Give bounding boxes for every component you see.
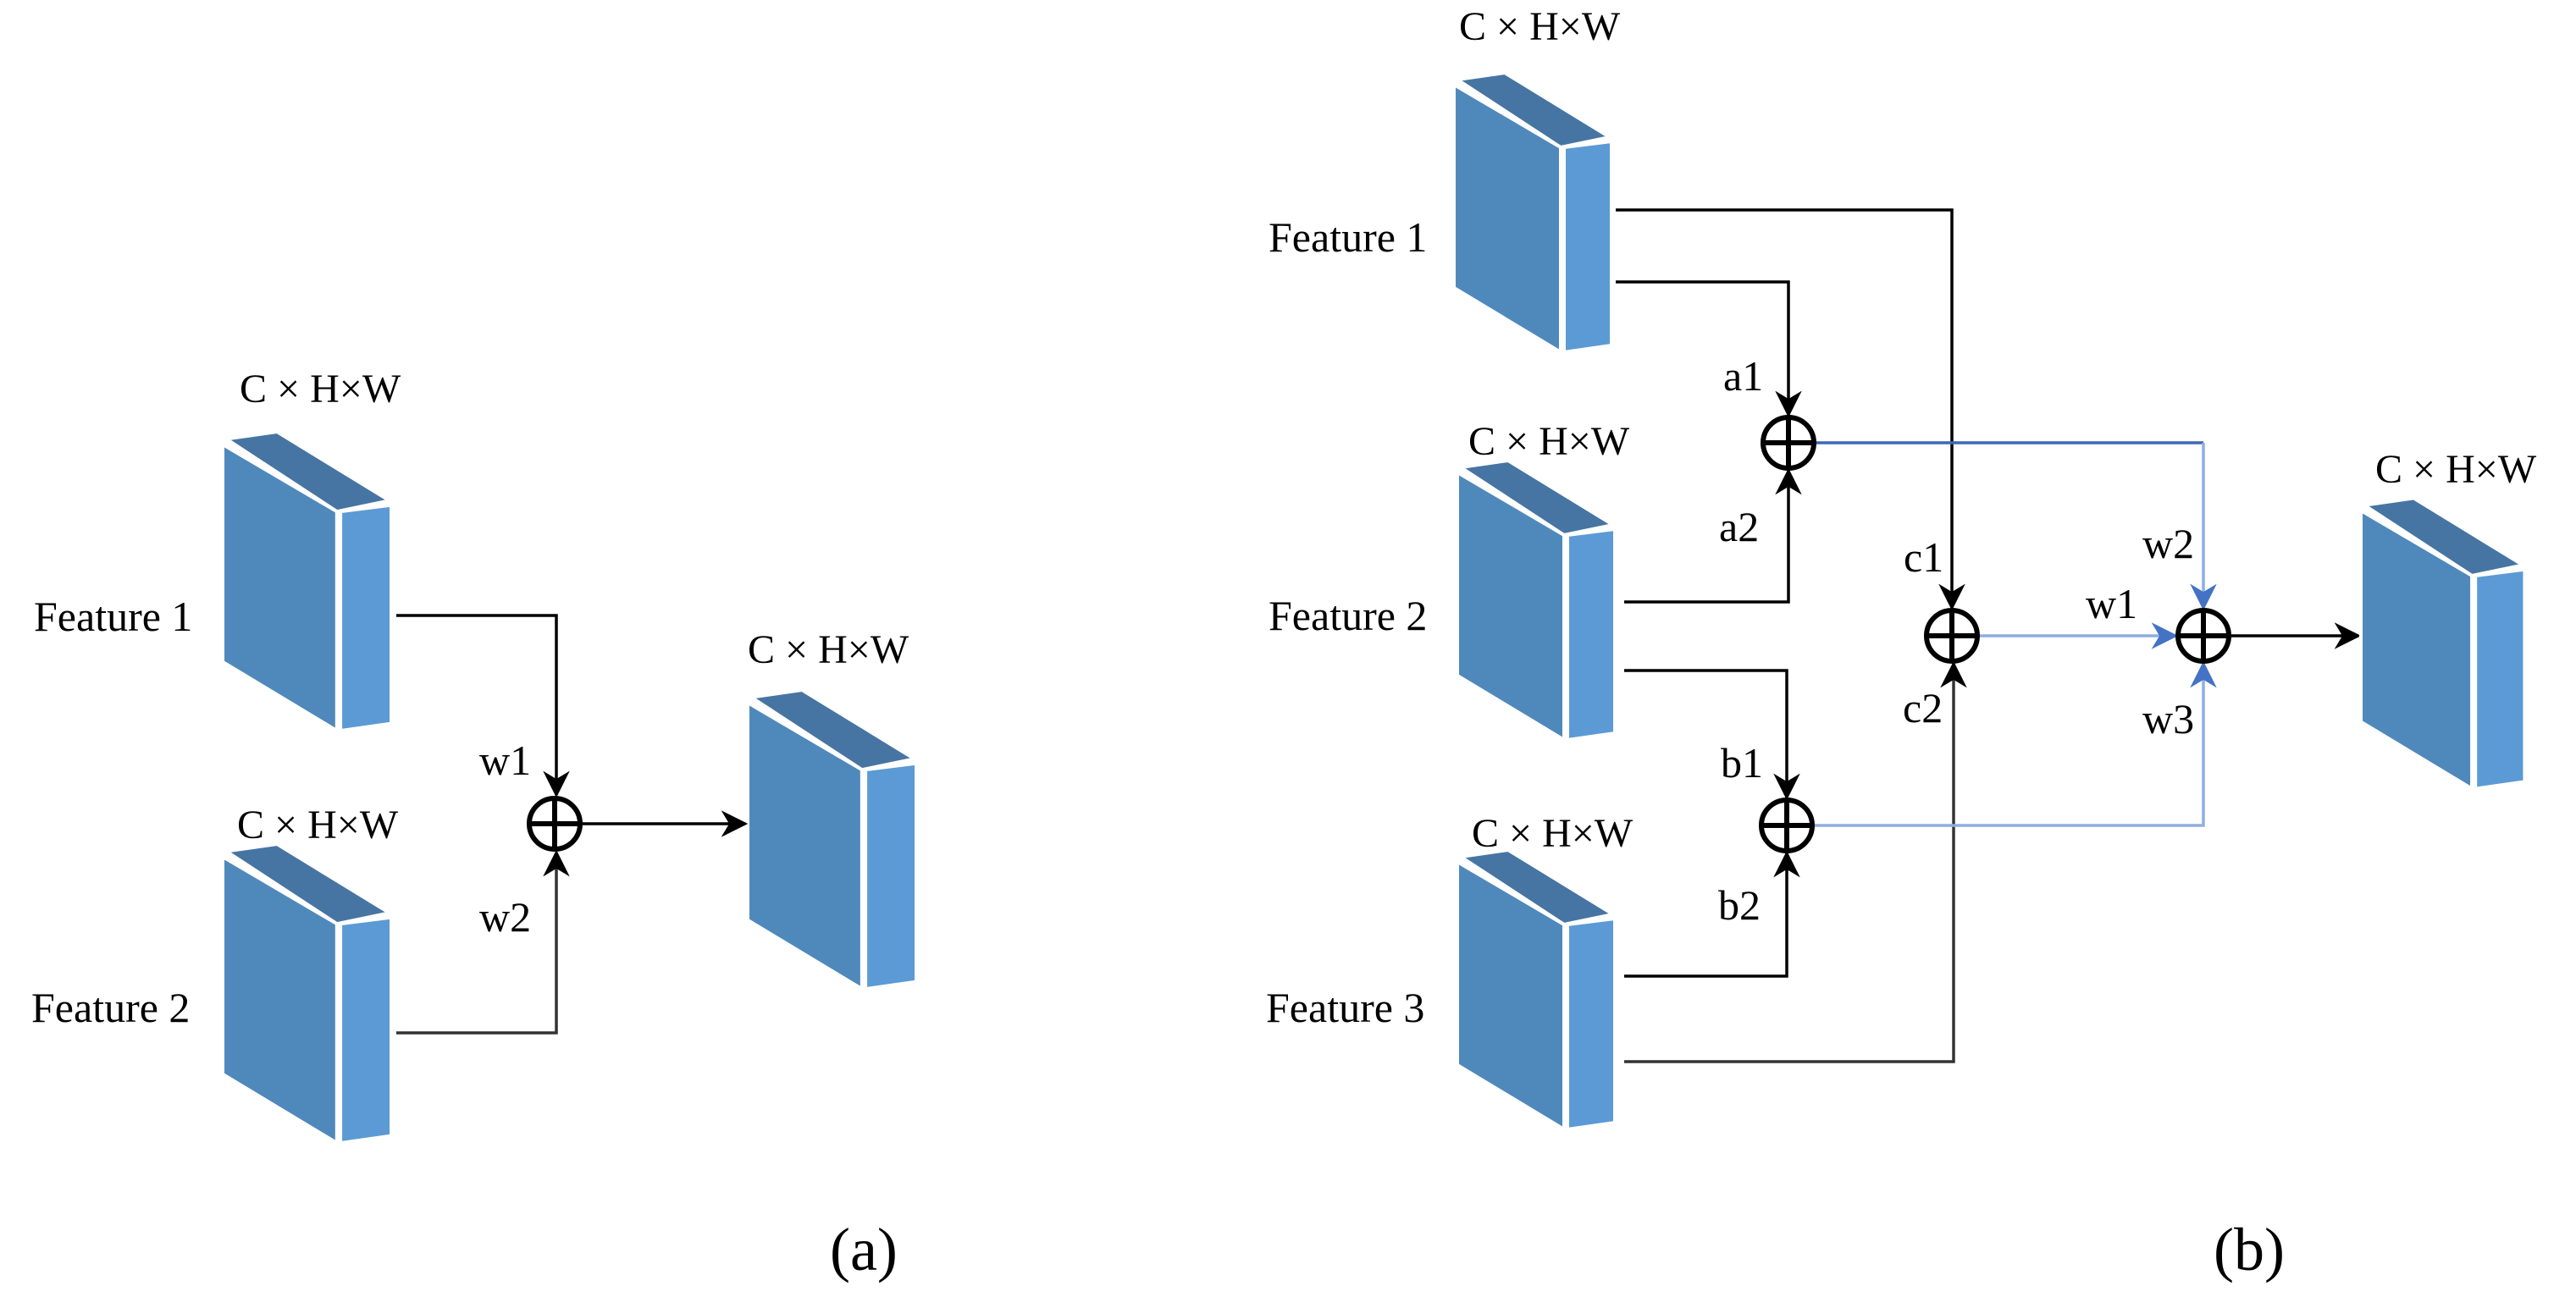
dims-label-a-2: C × H×W <box>237 803 399 847</box>
block-top-face <box>749 688 916 772</box>
output-block-a <box>746 688 919 991</box>
weight-label-a1: a1 <box>1723 352 1763 400</box>
caption-b: (b) <box>2214 1216 2285 1283</box>
weight-label-w1: w1 <box>479 737 531 784</box>
feature-label-b-2: Feature 2 <box>1269 592 1427 639</box>
connector-b-feature3-to-b <box>1624 850 1800 978</box>
dims-label-b-1: C × H×W <box>1459 4 1621 49</box>
weight-label-w2: w2 <box>479 893 531 941</box>
block-side-face <box>339 915 394 1145</box>
block-front-face <box>1452 83 1562 354</box>
panel-b: Feature 1 C × H×W Feature 2 C × H×W Feat… <box>1266 4 2537 1283</box>
block-front-face <box>221 855 339 1145</box>
feature-block-b-3 <box>1456 848 1617 1131</box>
connector-b-feature3-to-c <box>1624 660 1967 1063</box>
connector-b-feature2-to-a <box>1624 467 1802 604</box>
feature-block-a-2 <box>221 842 394 1145</box>
weight-label-c2: c2 <box>1903 684 1943 731</box>
block-top-face <box>1459 459 1615 537</box>
block-top-face <box>2363 496 2525 577</box>
block-side-face <box>339 503 394 733</box>
block-side-face <box>864 761 919 991</box>
block-front-face <box>1456 860 1566 1131</box>
connector-a-feature2-to-sum <box>396 849 570 1035</box>
weight-label-c1: c1 <box>1904 533 1943 581</box>
feature-block-a-1 <box>221 430 394 733</box>
weight-label-w3: w3 <box>2142 695 2194 742</box>
feature-label-a-1: Feature 1 <box>34 593 192 640</box>
dims-label-b-2: C × H×W <box>1468 419 1630 464</box>
block-front-face <box>1456 471 1566 742</box>
dims-label-b-3: C × H×W <box>1472 811 1633 856</box>
connector-b-b-to-w <box>1812 660 2217 827</box>
sum-node-b-a <box>1761 415 1816 471</box>
connector-b-feature1-to-c <box>1616 208 1965 611</box>
weight-label-b1: b1 <box>1721 739 1763 786</box>
block-side-face <box>1562 140 1613 354</box>
block-front-face <box>746 701 864 991</box>
output-block-b <box>2359 496 2527 791</box>
feature-block-b-1 <box>1452 71 1613 354</box>
feature-label-b-1: Feature 1 <box>1269 213 1427 261</box>
feature-label-b-3: Feature 3 <box>1266 984 1424 1031</box>
block-top-face <box>1459 848 1615 926</box>
block-front-face <box>2359 509 2474 791</box>
weight-label-a2: a2 <box>1719 503 1759 550</box>
sum-node-b-w <box>2175 608 2231 664</box>
block-side-face <box>1566 527 1617 742</box>
dims-label-a-1: C × H×W <box>240 367 401 411</box>
sum-node-a <box>527 796 583 852</box>
feature-label-a-2: Feature 2 <box>31 984 190 1031</box>
caption-a: (a) <box>830 1216 898 1283</box>
block-top-face <box>224 842 391 926</box>
block-front-face <box>221 443 339 733</box>
panel-a: Feature 1 C × H×W Feature 2 C × H×W C × … <box>31 367 919 1283</box>
connector-b-feature2-to-b <box>1624 669 1800 801</box>
block-top-face <box>1456 71 1611 149</box>
weight-label-w1: w1 <box>2086 580 2137 627</box>
connector-b-feature1-to-a <box>1616 280 1802 418</box>
dims-label-a-output: C × H×W <box>748 627 909 672</box>
connector-a-feature1-to-sum <box>396 614 570 798</box>
sum-node-b-c <box>1924 608 1980 664</box>
block-top-face <box>224 430 391 514</box>
dims-label-b-output: C × H×W <box>2375 447 2537 492</box>
block-side-face <box>2474 567 2527 791</box>
weight-label-b2: b2 <box>1718 881 1761 929</box>
sum-node-b-b <box>1759 798 1815 853</box>
feature-block-b-2 <box>1456 459 1617 742</box>
block-side-face <box>1566 917 1617 1131</box>
weight-label-w2: w2 <box>2142 520 2194 567</box>
